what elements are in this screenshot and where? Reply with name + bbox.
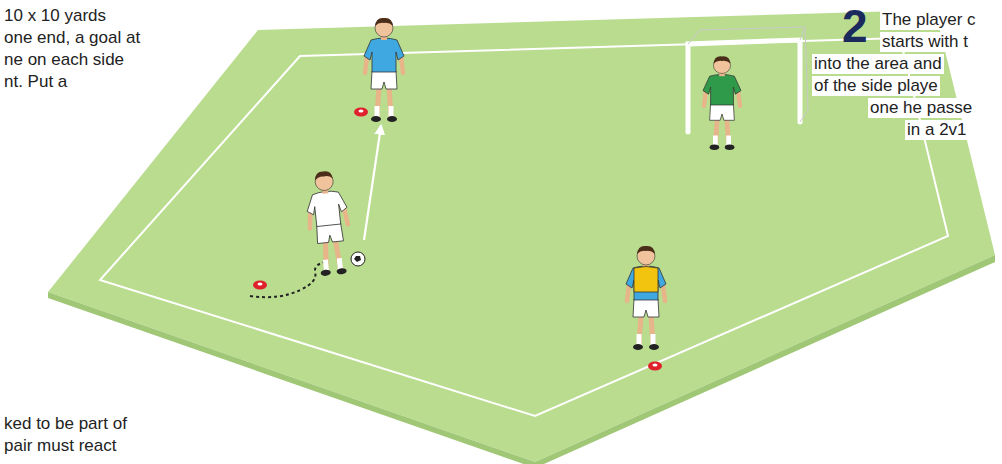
instruction-text: ne on each side xyxy=(4,50,124,70)
instruction-text: into the area and xyxy=(812,54,944,74)
instruction-text: one end, a goal at xyxy=(4,28,140,48)
instruction-text: one he passe xyxy=(868,98,974,118)
instruction-text: ked to be part of xyxy=(4,414,127,434)
instruction-text: pair must react xyxy=(4,436,116,456)
instruction-text: of the side playe xyxy=(812,76,940,96)
instruction-text: nt. Put a xyxy=(4,72,67,92)
instruction-text: 10 x 10 yards xyxy=(4,6,106,26)
instruction-text: The player c xyxy=(880,10,978,30)
instruction-text: starts with t xyxy=(880,32,970,52)
callout-number: 2 xyxy=(842,2,868,50)
instruction-text: in a 2v1 xyxy=(905,120,969,140)
